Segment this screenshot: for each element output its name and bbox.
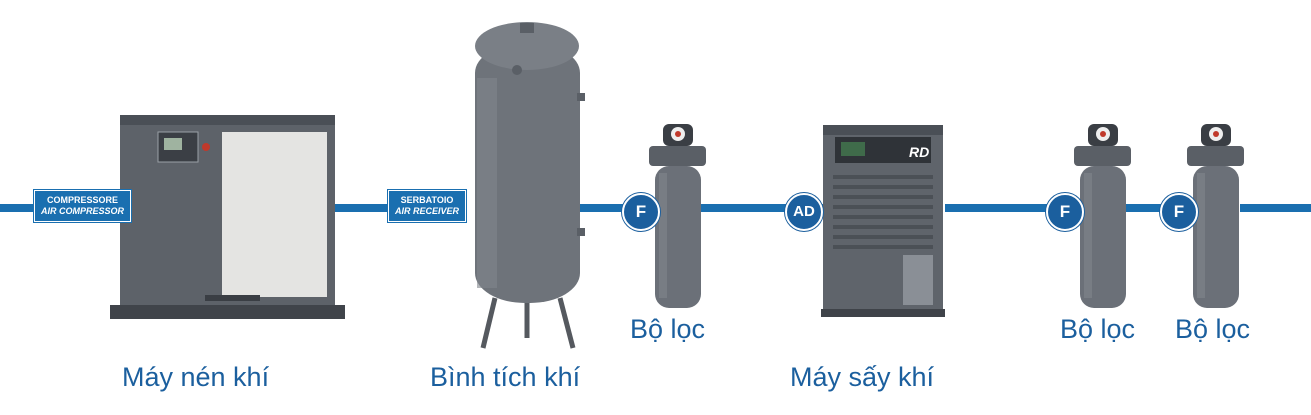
air-receiver-image bbox=[475, 22, 585, 349]
compressor-tag: COMPRESSORE AIR COMPRESSOR bbox=[34, 190, 132, 222]
caption-dryer: Máy sấy khí bbox=[790, 362, 935, 392]
filter-2-badge: F bbox=[1046, 193, 1084, 231]
pipe-segment-outlet bbox=[1240, 204, 1311, 212]
receiver-tag: SERBATOIO AIR RECEIVER bbox=[388, 190, 467, 222]
pipe-segment-compressor-receiver bbox=[330, 204, 410, 212]
filter-1-badge: F bbox=[622, 193, 660, 231]
dryer-badge: AD bbox=[785, 193, 823, 231]
caption-filter-2: Bộ lọc bbox=[1060, 314, 1136, 344]
filter-2-image bbox=[1074, 124, 1131, 308]
filter-3-image bbox=[1187, 124, 1244, 308]
pipe-segment-receiver-filter bbox=[575, 204, 655, 212]
compressor-tag-line2: AIR COMPRESSOR bbox=[41, 206, 125, 216]
compressor-tag-line1: COMPRESSORE bbox=[47, 195, 119, 205]
receiver-tag-line2: AIR RECEIVER bbox=[395, 206, 460, 216]
pipe-segment-dryer-filter bbox=[945, 204, 1070, 212]
caption-compressor: Máy nén khí bbox=[122, 362, 270, 392]
caption-receiver: Bình tích khí bbox=[430, 362, 581, 392]
air-compressor-image bbox=[110, 115, 345, 319]
receiver-tag-line1: SERBATOIO bbox=[400, 195, 454, 205]
caption-filter-1: Bộ lọc bbox=[630, 314, 706, 344]
air-dryer-image: RD bbox=[821, 125, 945, 317]
caption-filter-3: Bộ lọc bbox=[1175, 314, 1251, 344]
dryer-brand-text: RD bbox=[909, 144, 929, 160]
filter-3-badge: F bbox=[1160, 193, 1198, 231]
pipe-segment-inlet bbox=[0, 204, 40, 212]
pipe-segment-filter-dryer bbox=[700, 204, 830, 212]
filter-1-image bbox=[649, 124, 706, 308]
